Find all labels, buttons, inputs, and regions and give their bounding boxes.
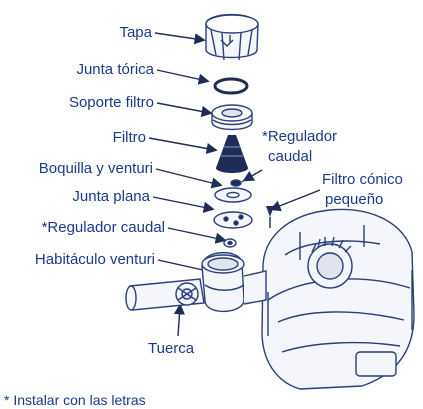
label-junta-plana: Junta plana: [72, 188, 150, 205]
plate-drawing: [213, 211, 253, 229]
leader-tuerca: [173, 303, 186, 337]
leader-boquilla: [155, 168, 223, 189]
leader-filtro-conico: [269, 189, 321, 212]
filtro-drawing: [216, 135, 248, 173]
leader-junta-torica: [156, 69, 210, 85]
leader-regulador-top: [242, 169, 263, 182]
label-filtro-conico-2: pequeño: [325, 191, 384, 208]
junta-plana-drawing: [214, 187, 252, 203]
label-junta-torica: Junta tórica: [76, 61, 154, 78]
footnote: * Instalar con las letras: [4, 392, 146, 408]
label-tuerca: Tuerca: [148, 340, 195, 357]
filtro-conico-drawing: [266, 206, 274, 228]
leader-junta-plana: [152, 196, 215, 213]
label-soporte-filtro: Soporte filtro: [68, 94, 154, 111]
label-tapa: Tapa: [119, 24, 152, 41]
regulador-caudal-drawing: [223, 238, 237, 248]
leader-tapa: [154, 32, 206, 45]
leader-filtro: [148, 137, 218, 155]
leader-soporte-filtro: [156, 102, 213, 117]
label-filtro: Filtro: [112, 129, 146, 146]
boquilla-drawing: [230, 178, 246, 187]
junta-torica-drawing: [213, 77, 249, 95]
soporte-filtro-drawing: [211, 104, 253, 131]
leader-regulador-caudal: [167, 227, 227, 244]
label-regulador-top: *Regulador: [262, 128, 338, 145]
venturi-housing-drawing: [125, 251, 267, 313]
label-boquilla-venturi: Boquilla y venturi: [38, 160, 153, 177]
label-filtro-conico: Filtro cónico: [322, 171, 403, 188]
label-regulador-top-2: caudal: [268, 148, 313, 165]
label-regulador-caudal: *Regulador caudal: [41, 219, 165, 236]
label-habitaculo-venturi: Habitáculo venturi: [34, 251, 155, 268]
valve-body: [261, 208, 415, 390]
tapa-drawing: [205, 13, 259, 61]
